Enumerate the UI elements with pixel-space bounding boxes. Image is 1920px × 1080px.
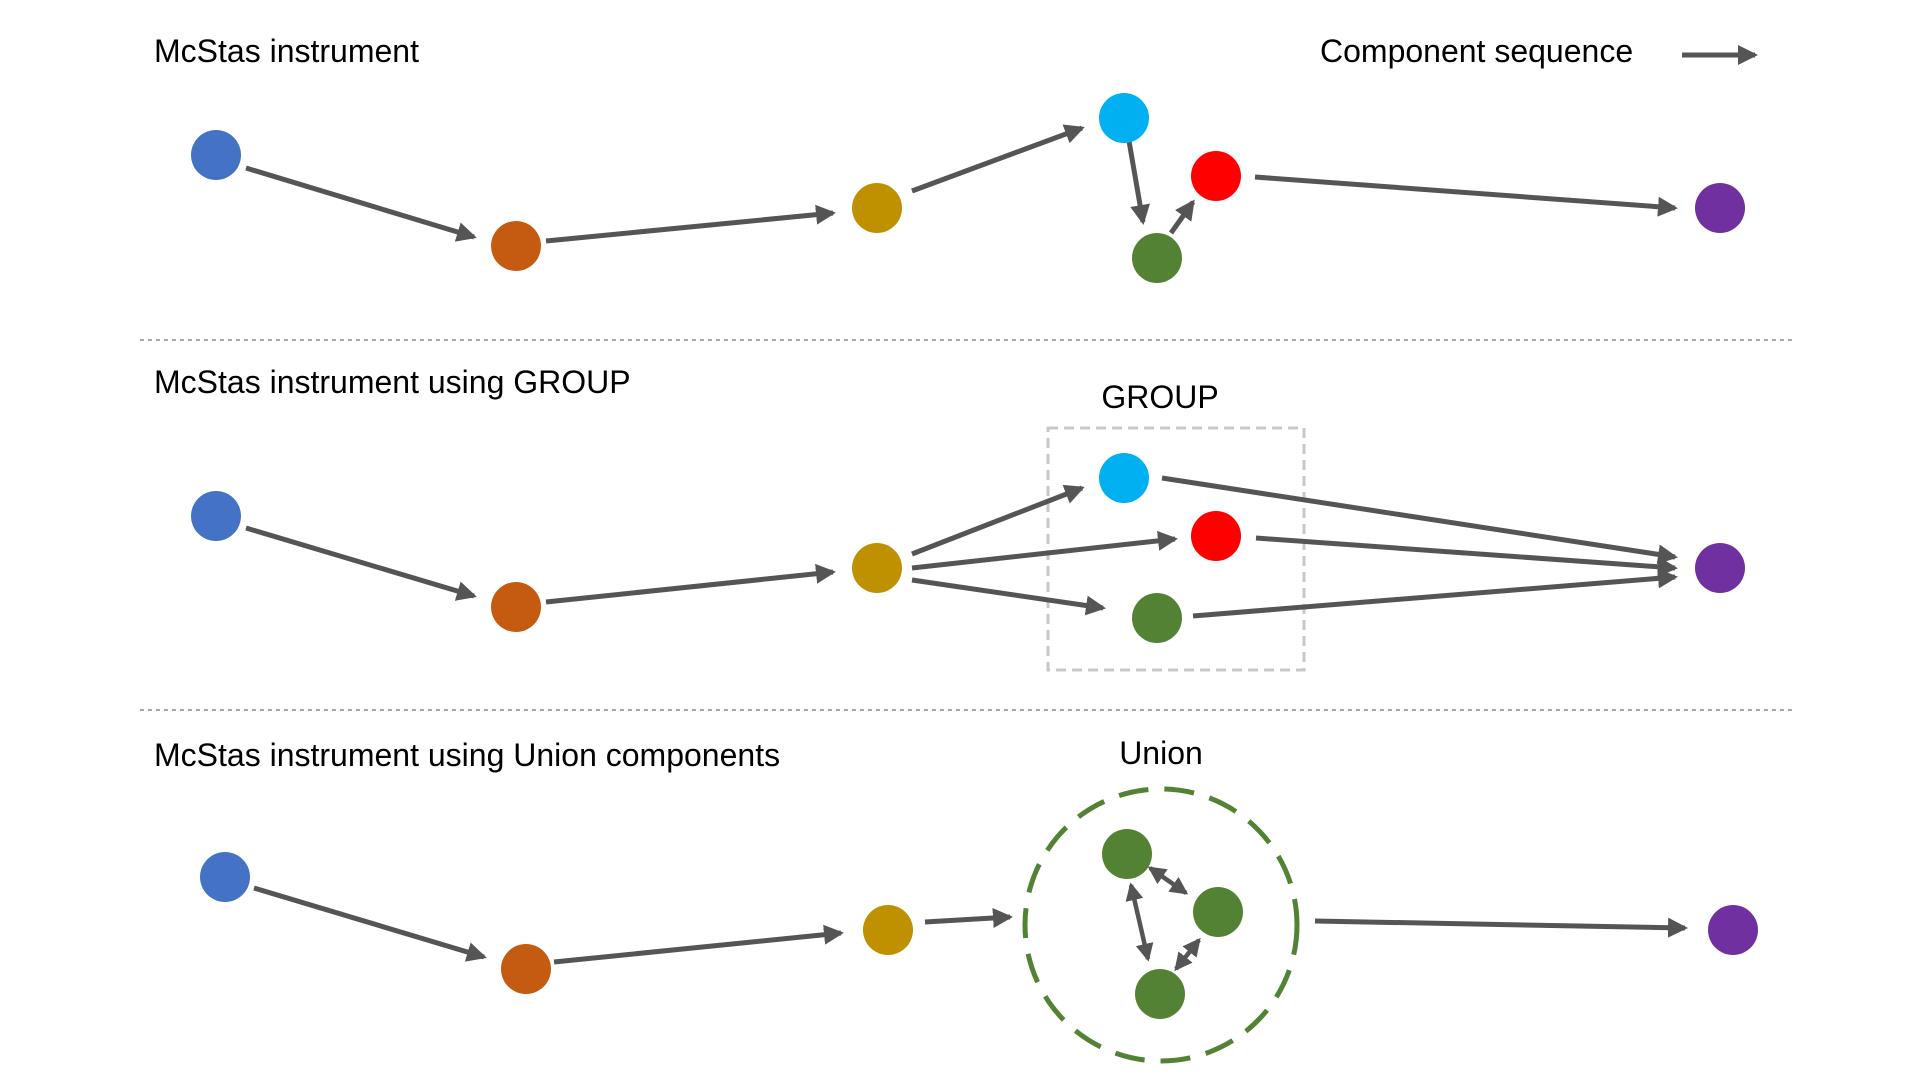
component-node-blue [200, 852, 250, 902]
component-node-orange [501, 944, 551, 994]
component-node-gold [852, 543, 902, 593]
sequence-arrow [1314, 917, 1688, 938]
component-node-green [1132, 233, 1182, 283]
sequence-arrow [1254, 174, 1678, 217]
sequence-arrow [911, 577, 1106, 616]
interaction-arrow [1125, 882, 1154, 962]
component-node-purple [1708, 905, 1758, 955]
component-node-cyan [1099, 93, 1149, 143]
component-node-purple [1695, 183, 1745, 233]
section-union: McStas instrument using Union components… [154, 735, 1758, 1064]
component-node-green [1102, 829, 1152, 879]
component-node-cyan [1099, 453, 1149, 503]
sequence-arrows [253, 885, 1688, 965]
union-circle [1022, 786, 1300, 1064]
section-group: McStas instrument using GROUP GROUP [154, 364, 1745, 672]
components [200, 829, 1758, 1019]
component-node-orange [491, 221, 541, 271]
sequence-arrow [545, 563, 836, 605]
component-node-orange [491, 582, 541, 632]
interaction-arrow [1147, 866, 1189, 895]
sequence-arrow [911, 530, 1178, 571]
component-node-blue [191, 130, 241, 180]
sequence-arrow [1192, 568, 1678, 619]
section-title: McStas instrument [154, 33, 419, 69]
sequence-arrow [1161, 475, 1678, 565]
sequence-arrow [1126, 140, 1150, 225]
sequence-arrow [924, 908, 1013, 928]
sequence-arrow [245, 525, 477, 601]
section-title: McStas instrument using Union components [154, 737, 780, 773]
component-node-red [1191, 151, 1241, 201]
component-node-green [1193, 887, 1243, 937]
group-box-label: GROUP [1101, 379, 1218, 415]
sequence-arrow [553, 924, 844, 965]
legend: Component sequence [1320, 33, 1758, 69]
component-node-gold [863, 905, 913, 955]
sequence-arrows [245, 475, 1678, 619]
legend-label: Component sequence [1320, 33, 1633, 69]
group-box [1046, 426, 1306, 672]
component-node-green [1132, 593, 1182, 643]
component-node-green [1135, 969, 1185, 1019]
component-node-blue [191, 491, 241, 541]
interaction-arrow [1174, 937, 1201, 972]
component-node-gold [852, 183, 902, 233]
union-circle-label: Union [1119, 735, 1203, 771]
sequence-arrow [1168, 199, 1196, 235]
components [191, 453, 1745, 643]
component-node-red [1191, 511, 1241, 561]
sequence-arrows [245, 124, 1678, 244]
union-interaction-arrows [1125, 866, 1201, 972]
sequence-arrow [245, 165, 477, 242]
section-title: McStas instrument using GROUP [154, 364, 631, 400]
sequence-arrow [545, 204, 836, 244]
sequence-arrow [253, 885, 487, 962]
components [191, 93, 1745, 283]
section-plain: McStas instrument [154, 33, 1745, 283]
sequence-arrow [911, 124, 1085, 194]
sequence-arrow [911, 484, 1085, 557]
sequence-arrow [1255, 535, 1678, 577]
component-node-purple [1695, 543, 1745, 593]
